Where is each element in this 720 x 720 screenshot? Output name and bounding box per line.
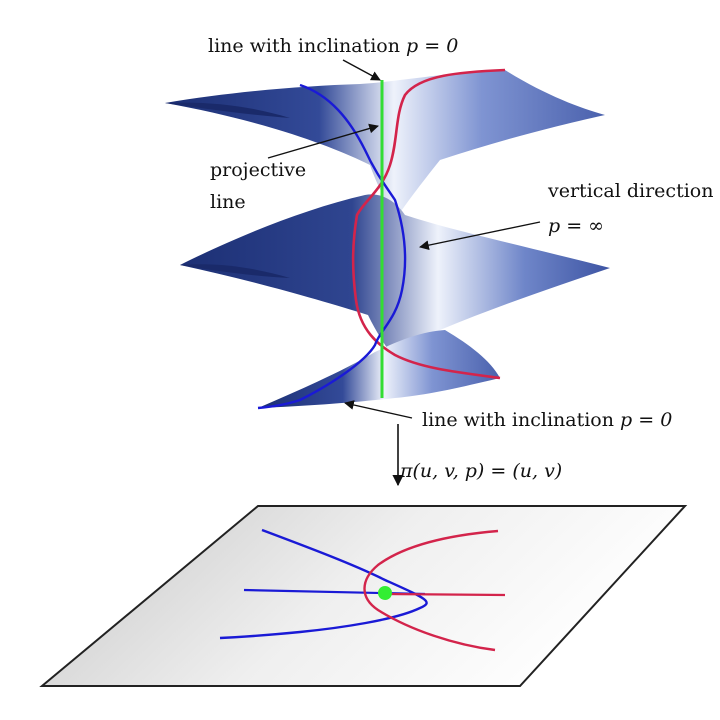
label-vertical-direction: vertical direction — [547, 180, 713, 202]
blue-curve-plane — [219, 528, 428, 640]
arrow-top-line — [342, 59, 381, 81]
surface-tip-left-mid — [180, 264, 290, 278]
red-curve-surface — [351, 68, 506, 380]
label-bottom-line: line with inclination p = 0 — [422, 409, 672, 431]
base-plane — [39, 505, 688, 687]
label-projection: π(u, v, p) = (u, v) — [399, 460, 562, 482]
plane — [39, 505, 688, 687]
surface-sheet-bottom — [258, 330, 500, 408]
red-line-plane — [384, 592, 506, 597]
label-vertical-math: p = ∞ — [548, 215, 604, 237]
annotation-arrows — [267, 59, 541, 487]
surface-tip-left-top — [165, 102, 290, 118]
label-projective-2: line — [210, 191, 246, 213]
arrow-bottom-line — [344, 400, 413, 419]
arrow-vertical-direction — [419, 221, 541, 250]
blue-curve-surface — [257, 83, 407, 410]
arrow-projective-line — [267, 123, 379, 159]
surface-sheet-top — [165, 70, 605, 220]
surface-sheet-middle — [180, 194, 610, 360]
label-projective-1: projective — [210, 159, 306, 181]
surface — [165, 70, 610, 408]
green-point — [378, 586, 392, 600]
label-top-line: line with inclination p = 0 — [208, 35, 458, 57]
red-curve-plane — [363, 529, 499, 652]
surface-curves — [257, 68, 506, 410]
